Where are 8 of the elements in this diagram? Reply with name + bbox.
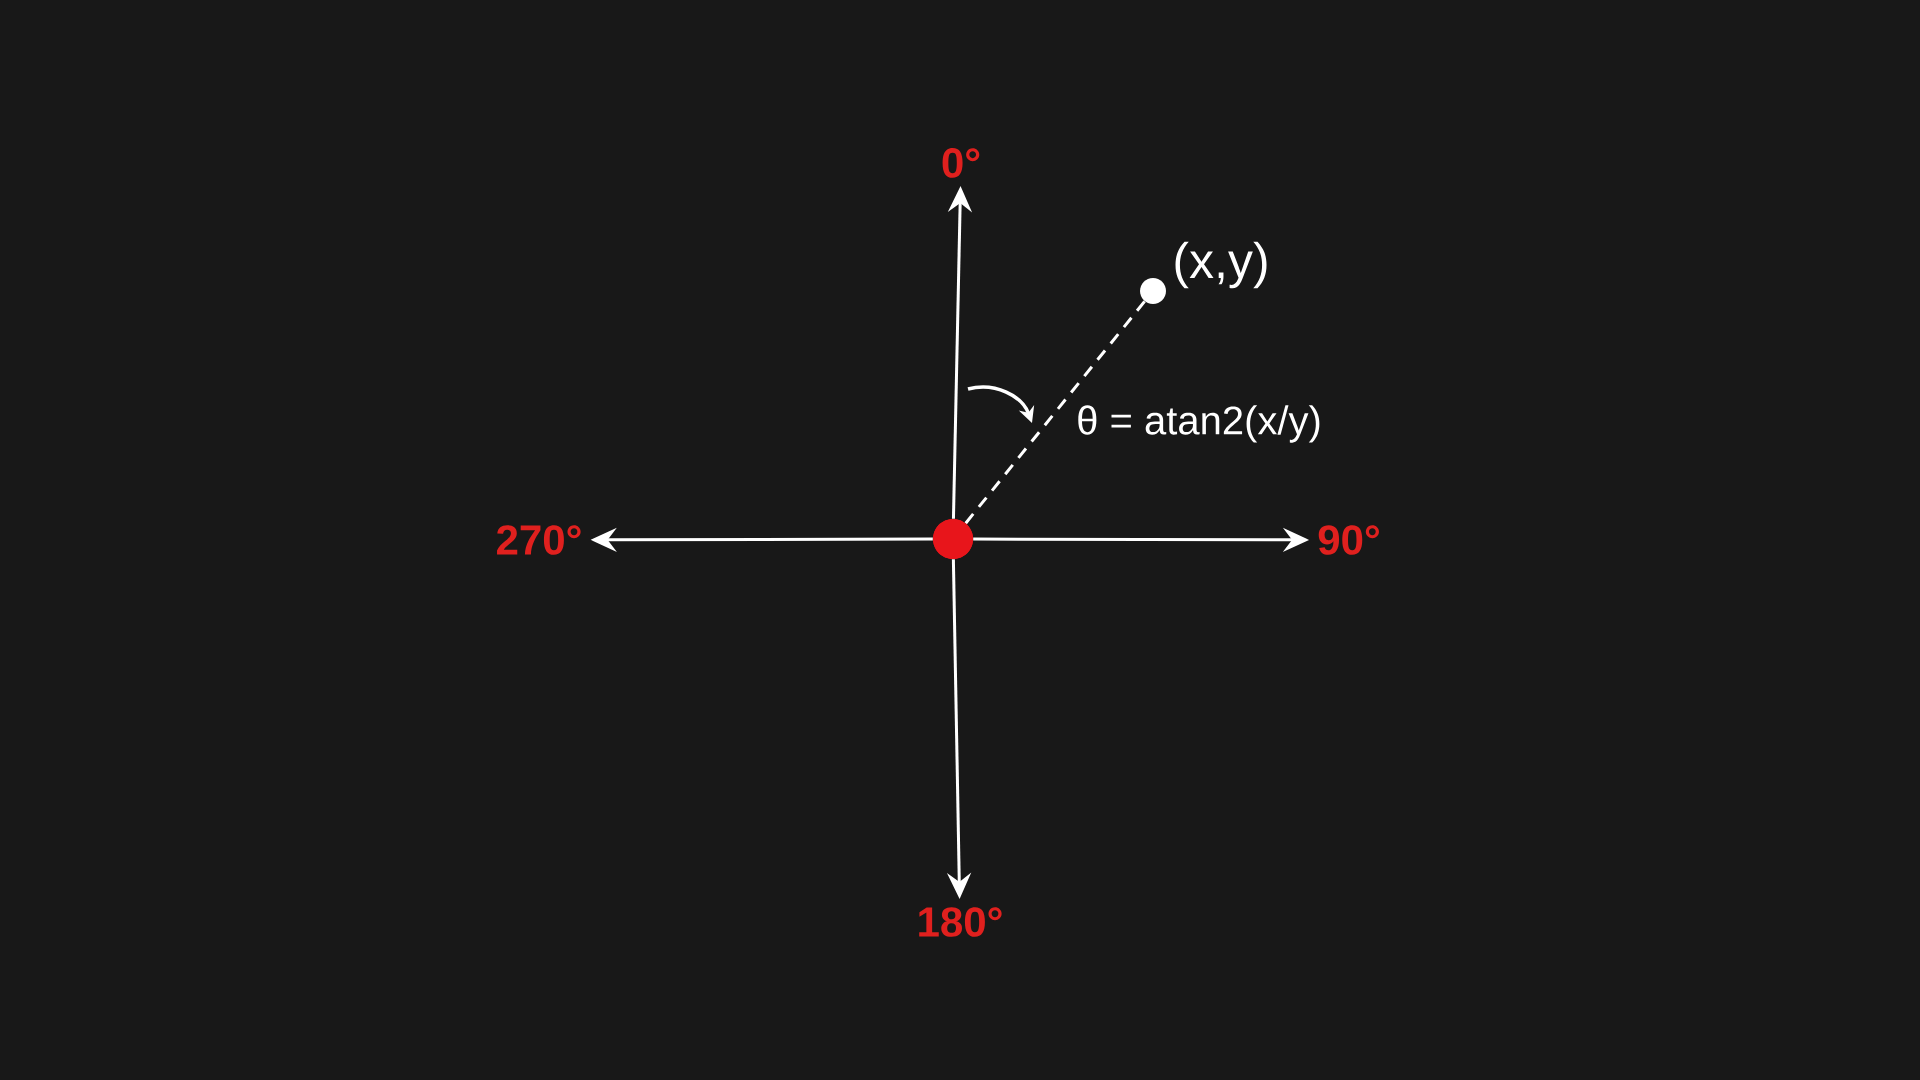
point-label: (x,y)	[1175, 241, 1267, 289]
angle-label: 180°	[919, 907, 1002, 937]
dashed-line	[964, 300, 1146, 525]
formula-label: θ = atan2(x/y)	[1078, 405, 1320, 443]
angle-label: 270°	[497, 525, 581, 555]
angle-label: 0°	[942, 148, 980, 178]
point-dot	[1140, 278, 1166, 304]
angle-label: 90°	[1318, 525, 1379, 555]
